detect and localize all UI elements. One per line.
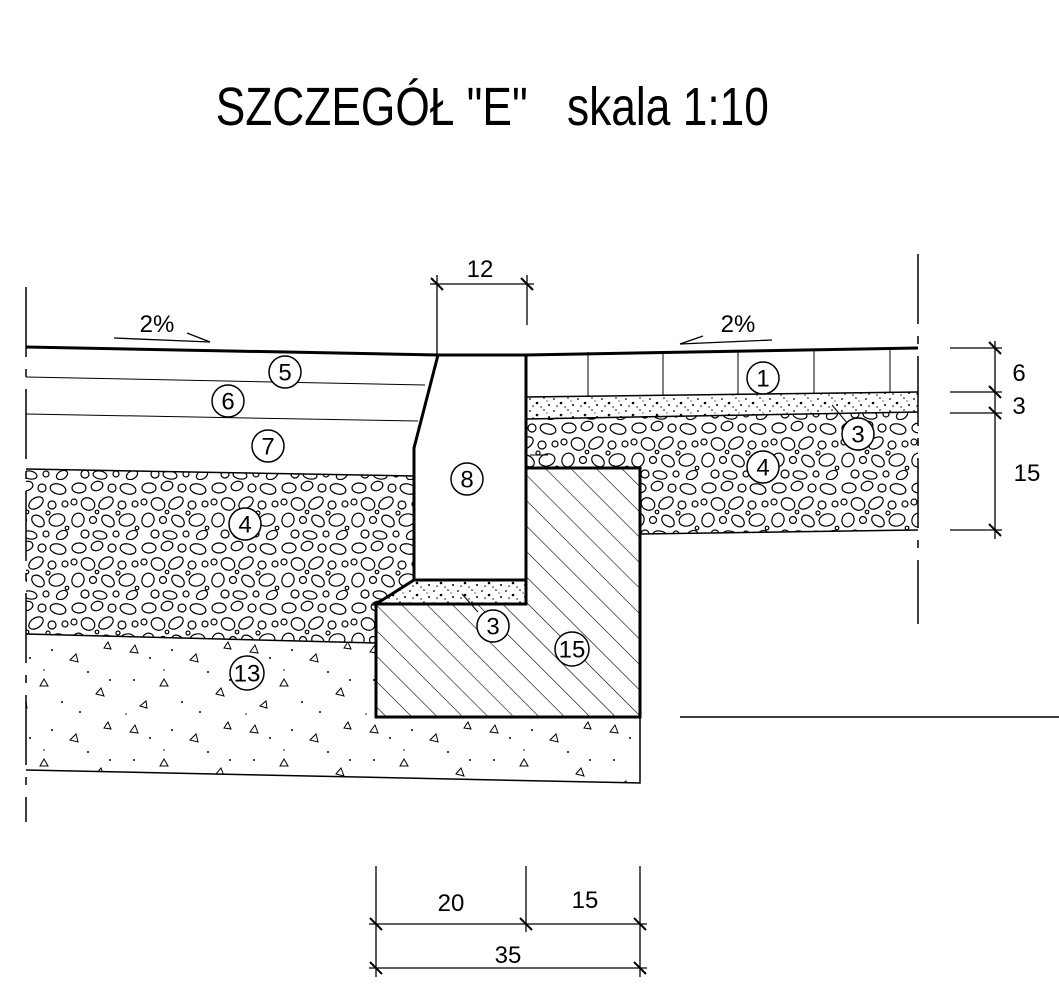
- scale-label: skala 1:10: [567, 77, 769, 137]
- layer-label-1: 1: [746, 361, 780, 395]
- layer-label-8: 8: [450, 462, 484, 496]
- layer-label-13: 13: [229, 655, 265, 691]
- layer-6-7-line: [25, 413, 419, 422]
- layer-label-5: 5: [268, 355, 302, 389]
- dim-right-15: 15: [1014, 460, 1041, 487]
- soil-layer: [26, 634, 640, 783]
- slope-right-text: 2%: [721, 311, 756, 338]
- sand-right-layer: [526, 392, 918, 419]
- svg-text:4: 4: [238, 512, 251, 539]
- dim-bottom-35: 35: [495, 942, 522, 969]
- svg-text:5: 5: [278, 360, 291, 387]
- dim-bottom-20: 20: [438, 890, 465, 917]
- layer-label-15: 15: [554, 631, 590, 667]
- svg-text:7: 7: [261, 434, 274, 461]
- slope-arrow-right: [679, 335, 773, 345]
- gravel-right-layer: [526, 412, 918, 534]
- layer-label-3-bottom: 3: [476, 609, 510, 643]
- svg-text:1: 1: [756, 366, 769, 393]
- gravel-left-top-line: [25, 468, 415, 477]
- layer-label-6: 6: [211, 384, 245, 418]
- svg-text:3: 3: [486, 614, 499, 641]
- layer-label-3-right: 3: [841, 417, 875, 451]
- drawing-title: SZCZEGÓŁ "E" skala 1:10: [86, 14, 873, 138]
- layer-label-4-right: 4: [746, 450, 780, 484]
- layer-label-7: 7: [251, 429, 285, 463]
- slope-arrow-left: [113, 332, 211, 343]
- gravel-left-layer: [26, 469, 414, 643]
- slope-left-text: 2%: [140, 311, 175, 338]
- soil-bottom-line: [25, 717, 641, 784]
- svg-text:6: 6: [221, 389, 234, 416]
- right-surface-line: [525, 346, 919, 357]
- svg-text:13: 13: [234, 661, 261, 688]
- sand-right-bottom-line: [525, 411, 919, 420]
- dim-bottom-15: 15: [572, 887, 599, 914]
- gravel-right-bottom-line: [639, 529, 919, 535]
- dim-bottom-chain: [369, 866, 647, 977]
- svg-text:8: 8: [460, 467, 473, 494]
- svg-text:3: 3: [851, 422, 864, 449]
- dim-right-chain: [950, 341, 1002, 539]
- dim-curb-width: [430, 275, 534, 355]
- left-surface-line: [25, 345, 439, 357]
- leader-3-right: [831, 404, 849, 425]
- svg-text:4: 4: [756, 455, 769, 482]
- detail-name: SZCZEGÓŁ "E": [215, 77, 528, 137]
- layer-5-6-line: [25, 376, 426, 386]
- layer-label-4-left: 4: [228, 507, 262, 541]
- sand-right-top-line: [525, 391, 919, 398]
- svg-text:15: 15: [559, 637, 586, 664]
- dim-curb-width-text: 12: [467, 256, 494, 283]
- dim-right-6: 6: [1012, 360, 1025, 387]
- paver-joints: [587, 349, 891, 396]
- leader-3-bottom: [461, 593, 479, 613]
- dim-right-3: 3: [1012, 393, 1025, 420]
